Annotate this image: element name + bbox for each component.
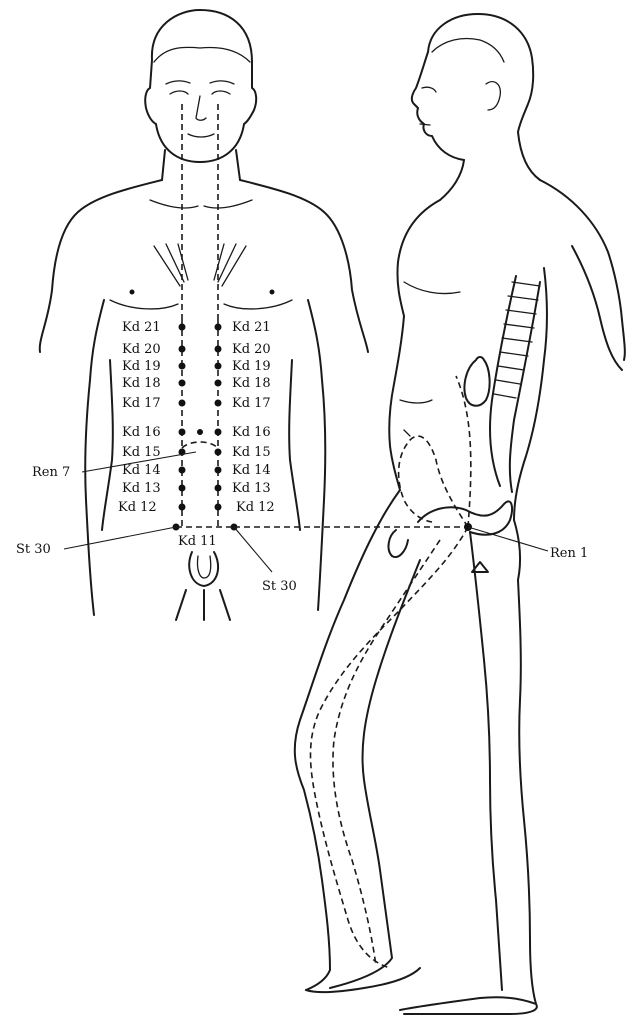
front-right-flank bbox=[289, 360, 300, 530]
point-kd16-right bbox=[215, 429, 222, 436]
label-kd15-left: Kd 15 bbox=[122, 445, 161, 460]
label-kd16-right: Kd 16 bbox=[232, 425, 271, 440]
leader-ren1 bbox=[468, 527, 548, 551]
label-kd18-left: Kd 18 bbox=[122, 376, 161, 391]
front-chest-lines bbox=[154, 244, 246, 286]
point-kd15-right bbox=[215, 449, 222, 456]
label-kd21-right: Kd 21 bbox=[232, 320, 271, 335]
front-hairline bbox=[154, 47, 250, 62]
label-kd19-right: Kd 19 bbox=[232, 359, 271, 374]
label-kd18-right: Kd 18 bbox=[232, 376, 271, 391]
point-kd14-left bbox=[179, 467, 186, 474]
point-kd19-right bbox=[215, 363, 222, 370]
side-neck-back bbox=[518, 132, 540, 180]
label-kd17-right: Kd 17 bbox=[232, 396, 271, 411]
label-kd12-left: Kd 12 bbox=[118, 500, 157, 515]
point-kd14-right bbox=[215, 467, 222, 474]
side-hairline bbox=[432, 39, 504, 63]
front-left-arm bbox=[85, 300, 104, 615]
label-kd11: Kd 11 bbox=[178, 534, 217, 549]
side-spine-channel bbox=[456, 376, 471, 527]
label-kd20-left: Kd 20 bbox=[122, 342, 161, 357]
label-kd14-left: Kd 14 bbox=[122, 463, 161, 478]
side-chest bbox=[389, 200, 440, 490]
side-ear bbox=[486, 82, 500, 110]
point-kd17-right bbox=[215, 400, 222, 407]
side-eye bbox=[422, 87, 436, 92]
side-inner-loop bbox=[399, 436, 468, 527]
point-kd20-left bbox=[179, 346, 186, 353]
side-back-leg-front bbox=[518, 580, 536, 1004]
front-legs-stub bbox=[176, 590, 230, 620]
point-kd12-left bbox=[179, 504, 186, 511]
front-ren-loop bbox=[182, 442, 218, 448]
front-genital-inner bbox=[197, 556, 210, 578]
side-buttock bbox=[514, 520, 520, 580]
side-front-leg-back bbox=[330, 560, 420, 988]
side-kidney bbox=[464, 357, 489, 406]
leader-st30-right bbox=[234, 527, 272, 572]
side-leg-channel-2 bbox=[333, 540, 440, 966]
label-kd13-left: Kd 13 bbox=[122, 481, 161, 496]
side-back-leg bbox=[470, 532, 502, 990]
side-back bbox=[514, 180, 625, 520]
side-figure: Ren 1 bbox=[234, 14, 625, 1014]
side-neck-front bbox=[440, 160, 464, 200]
label-kd14-right: Kd 14 bbox=[232, 463, 271, 478]
side-abdomen bbox=[400, 400, 432, 436]
front-left-nipple bbox=[130, 290, 135, 295]
front-right-nipple bbox=[270, 290, 275, 295]
front-mouth bbox=[188, 134, 214, 137]
point-kd16-left bbox=[179, 429, 186, 436]
label-st30-right: St 30 bbox=[262, 579, 297, 594]
front-left-brow bbox=[166, 81, 190, 84]
front-genitals bbox=[189, 552, 218, 586]
front-head-outline bbox=[145, 10, 256, 162]
side-mouth bbox=[420, 124, 430, 125]
side-pectoral bbox=[404, 282, 460, 294]
point-kd17-left bbox=[179, 400, 186, 407]
label-kd17-left: Kd 17 bbox=[122, 396, 161, 411]
front-nose bbox=[196, 96, 206, 120]
label-kd16-left: Kd 16 bbox=[122, 425, 161, 440]
side-pelvis bbox=[418, 501, 512, 534]
side-genitals bbox=[389, 530, 408, 557]
front-right-arm bbox=[308, 300, 325, 610]
point-kd21-right bbox=[215, 324, 222, 331]
point-kd13-left bbox=[179, 485, 186, 492]
point-kd12-right bbox=[215, 504, 222, 511]
label-kd13-right: Kd 13 bbox=[232, 481, 271, 496]
label-st30-left: St 30 bbox=[16, 542, 51, 557]
point-kd13-right bbox=[215, 485, 222, 492]
label-kd12-right: Kd 12 bbox=[236, 500, 275, 515]
label-kd15-right: Kd 15 bbox=[232, 445, 271, 460]
point-kd21-left bbox=[179, 324, 186, 331]
label-kd20-right: Kd 20 bbox=[232, 342, 271, 357]
side-front-leg bbox=[295, 490, 400, 990]
point-kd20-right bbox=[215, 346, 222, 353]
side-upper-arm bbox=[572, 246, 622, 370]
point-navel bbox=[197, 429, 203, 435]
label-kd21-left: Kd 21 bbox=[122, 320, 161, 335]
side-back-foot bbox=[400, 997, 537, 1014]
leader-st30-left bbox=[64, 527, 176, 549]
point-kd18-left bbox=[179, 380, 186, 387]
side-spine bbox=[490, 276, 540, 492]
label-ren7: Ren 7 bbox=[32, 465, 70, 480]
front-figure: Kd 21 Kd 20 Kd 19 Kd 18 Kd 17 Kd 16 Kd 1… bbox=[16, 10, 368, 620]
front-left-eye bbox=[170, 91, 188, 94]
label-ren1: Ren 1 bbox=[550, 546, 588, 561]
point-kd19-left bbox=[179, 363, 186, 370]
label-kd19-left: Kd 19 bbox=[122, 359, 161, 374]
front-right-brow bbox=[210, 81, 234, 84]
point-kd18-right bbox=[215, 380, 222, 387]
front-right-eye bbox=[212, 91, 230, 94]
front-left-flank bbox=[102, 360, 113, 530]
front-pectorals bbox=[110, 300, 292, 309]
front-clavicles bbox=[150, 200, 252, 208]
